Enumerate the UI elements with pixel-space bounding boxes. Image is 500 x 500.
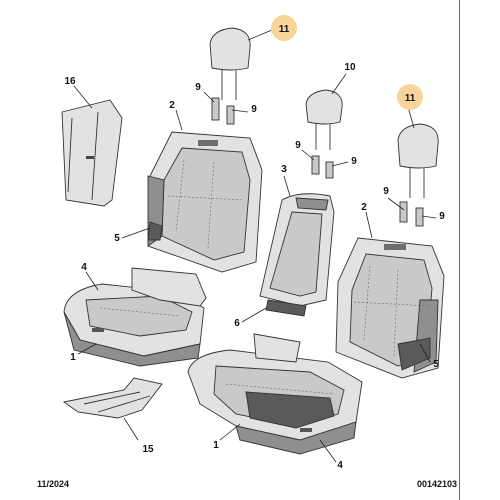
part-9-guides-right (399, 201, 424, 227)
part-11-headrest-left (209, 27, 251, 100)
callout-6: 6 (234, 318, 240, 329)
part-9-guides-left (211, 97, 235, 125)
part-15-mat (62, 377, 163, 419)
callout-1-right: 1 (213, 440, 219, 451)
callout-11-right: 11 (405, 93, 416, 104)
callout-4-left: 4 (81, 262, 87, 273)
part-3-6-centre-back (259, 193, 335, 317)
callout-9-d: 9 (351, 156, 357, 167)
callout-9-a: 9 (195, 82, 201, 93)
callout-10: 10 (344, 62, 356, 73)
callout-3: 3 (281, 164, 287, 175)
callout-15: 15 (142, 444, 154, 455)
part-2-5-seatback-left (147, 131, 263, 273)
diagram-date: 11/2024 (37, 479, 70, 489)
highlight-circle-11a (271, 15, 297, 41)
callout-2-right: 2 (361, 202, 367, 213)
callout-1-left: 1 (70, 352, 76, 363)
frame-border (459, 0, 460, 500)
callout-16: 16 (64, 76, 76, 87)
callout-11-left: 11 (279, 24, 290, 35)
callout-2-left: 2 (169, 100, 175, 111)
callout-5-right: 5 (433, 359, 439, 370)
callout-9-f: 9 (439, 211, 445, 222)
part-4-1-cushion-left (63, 267, 207, 367)
callout-labels: 11 16 9 2 9 10 11 9 9 3 5 9 2 9 4 6 1 5 … (64, 24, 445, 471)
part-16-panel (61, 99, 123, 207)
callout-4-right: 4 (337, 460, 343, 471)
callout-9-c: 9 (295, 140, 301, 151)
callout-9-b: 9 (251, 104, 257, 115)
leader-lines (73, 29, 437, 463)
highlight-circle-11b (397, 84, 423, 110)
callout-5-left: 5 (114, 233, 120, 244)
part-11-headrest-right (397, 123, 439, 198)
part-9-guides-centre (311, 155, 334, 179)
part-10-headrest-centre (305, 89, 343, 150)
callout-9-e: 9 (383, 186, 389, 197)
part-2-5-seatback-right (335, 237, 445, 379)
diagram-reference: 00142103 (416, 479, 457, 489)
part-1-4-cushion-right (187, 333, 363, 455)
